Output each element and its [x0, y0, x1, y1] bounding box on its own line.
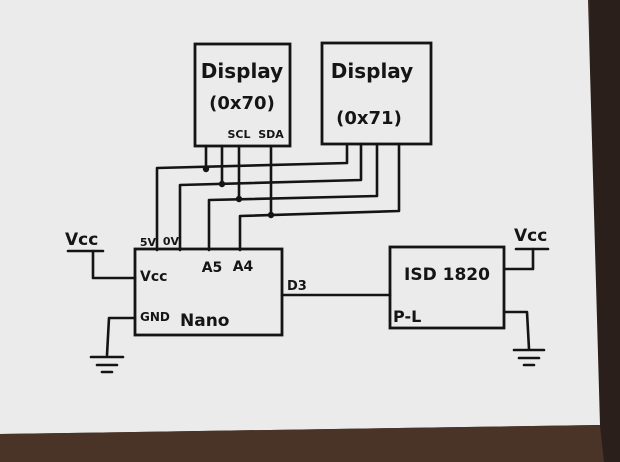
junction-scl	[235, 195, 243, 203]
vcc-left-label: Vcc	[65, 230, 98, 250]
isd1820-module: ISD 1820 P-L	[388, 245, 506, 330]
nano-d3-pin-label: D3	[287, 279, 307, 294]
nano-0v-label: 0V	[163, 235, 180, 248]
vcc-right-wire	[502, 247, 535, 271]
nano-name-label: Nano	[180, 311, 229, 331]
display-1-address: (0x70)	[209, 93, 275, 114]
nano-vcc-pin-label: Vcc	[140, 269, 167, 285]
nano-gnd-pin-label: GND	[140, 310, 170, 324]
arduino-nano: 5V 0V Vcc A5 A4 D3 GND Nano	[133, 235, 307, 337]
isd-name-label: ISD 1820	[404, 265, 490, 285]
junction-5v	[218, 180, 226, 188]
wire-scl-to-a5	[207, 142, 379, 252]
display-1-title: Display	[201, 59, 283, 83]
display-1-box	[193, 42, 292, 148]
nano-a5-pin-label: A5	[202, 260, 223, 276]
wire-0v-to-nano	[155, 142, 349, 252]
vcc-left-wire	[91, 249, 137, 280]
vcc-right-label: Vcc	[514, 226, 547, 246]
gnd-right-wire	[502, 310, 531, 351]
display-1-scl-label: SCL	[227, 128, 250, 141]
vcc-supply-right: Vcc	[502, 226, 550, 271]
gnd-left-wire	[105, 316, 137, 357]
ground-left	[89, 316, 137, 374]
table-edge	[0, 425, 604, 462]
junction-0v	[202, 165, 210, 173]
vcc-supply-left: Vcc	[65, 230, 137, 280]
paper-sheet	[0, 0, 600, 434]
junction-sda	[267, 211, 275, 219]
isd-pl-pin-label: P-L	[393, 307, 421, 326]
isd-box	[388, 245, 506, 330]
nano-a4-pin-label: A4	[233, 259, 254, 275]
i2c-and-power-wires	[155, 142, 401, 252]
wire-5v-to-nano	[178, 142, 363, 252]
display-2-address: (0x71)	[336, 108, 402, 129]
wire-sda-to-a4	[238, 142, 401, 252]
nano-box	[133, 247, 284, 337]
nano-5v-label: 5V	[140, 236, 157, 249]
display-0x70: Display (0x70) SCL SDA	[193, 42, 292, 148]
ground-right	[502, 310, 546, 367]
display-2-title: Display	[331, 59, 413, 83]
display-1-sda-label: SDA	[258, 128, 284, 141]
